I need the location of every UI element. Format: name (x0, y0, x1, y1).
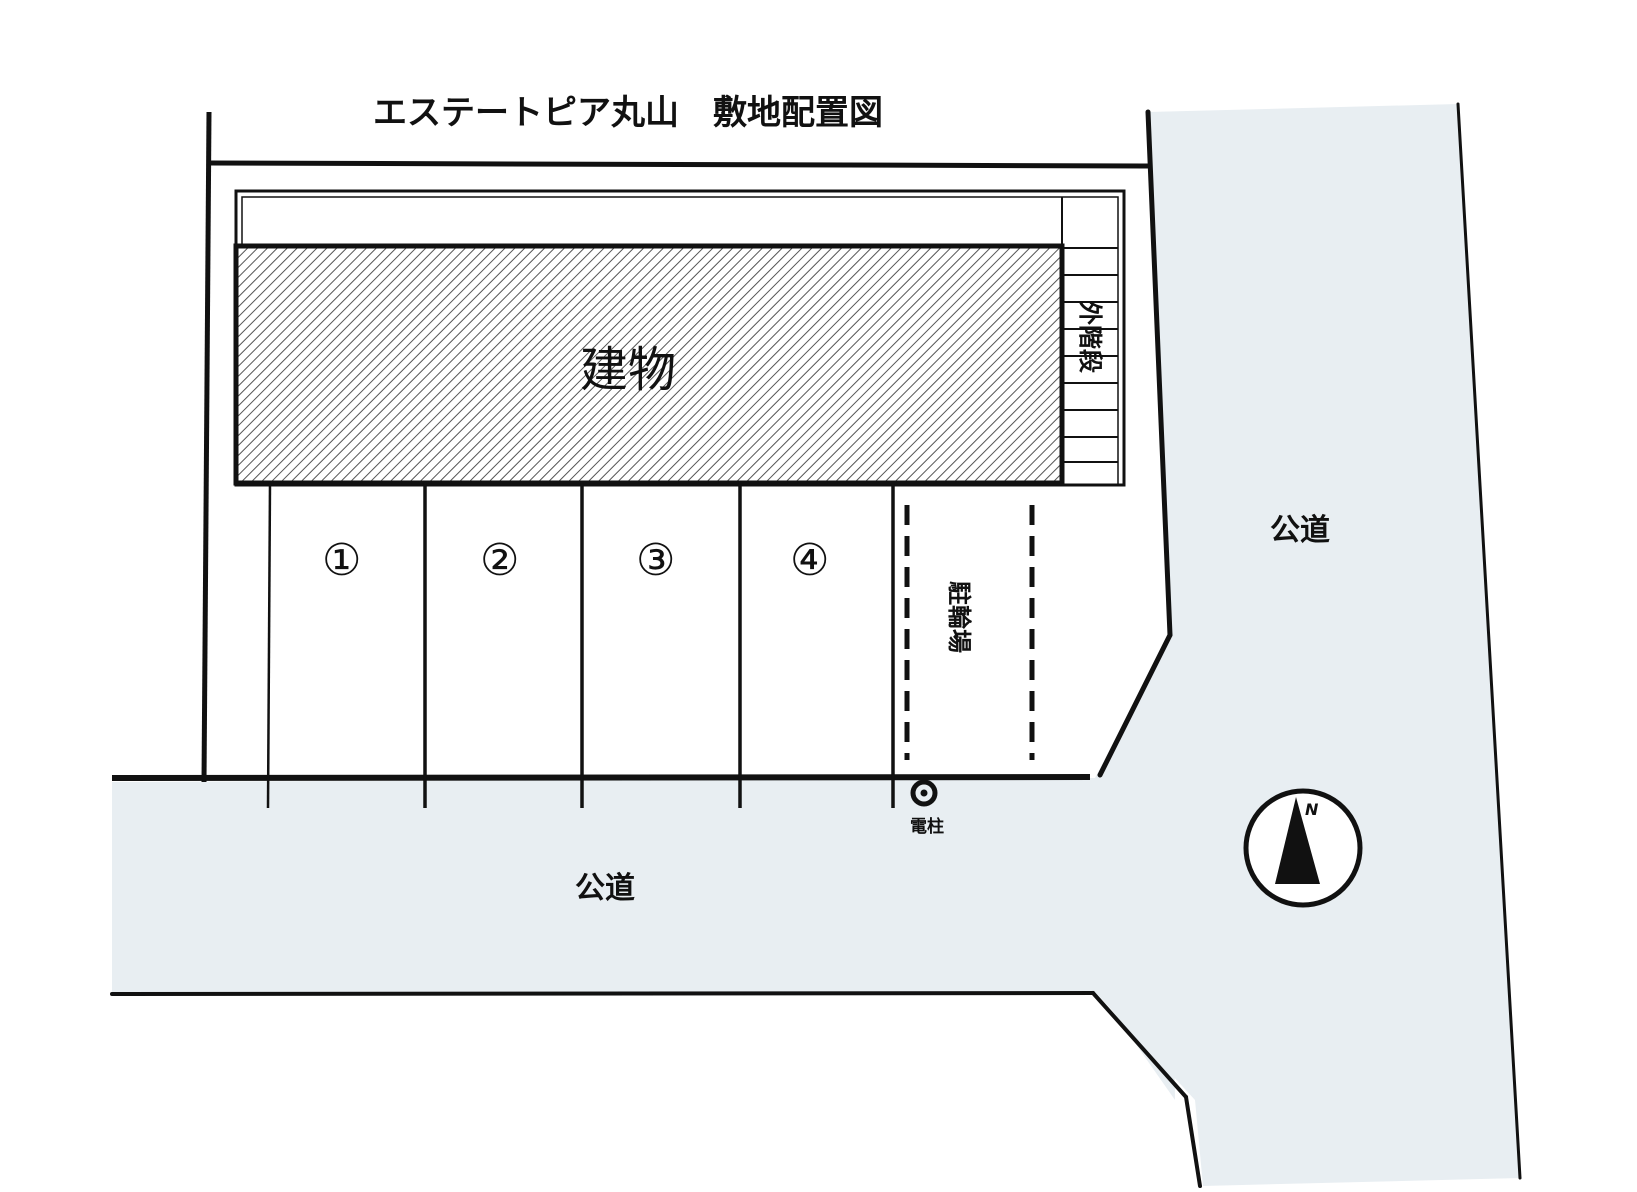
stall-number-4: ④ (790, 535, 829, 586)
stall-number-3: ③ (636, 535, 675, 586)
bicycle-parking-label: 駐輪場 (945, 581, 973, 653)
page-title: エステートピア丸山 敷地配置図 (373, 93, 883, 133)
outdoor-stairs-label: 外階段 (1076, 301, 1104, 373)
south-road-area (112, 635, 1175, 1100)
north-arrow-icon (1243, 788, 1363, 908)
stall-number-2: ② (480, 535, 519, 586)
south-road-label: 公道 (575, 871, 635, 906)
bicycle-parking-lines (904, 505, 1035, 760)
site-boundary (111, 111, 1149, 783)
road-boundaries (110, 102, 1522, 1188)
building (233, 243, 1065, 486)
stall-number-1: ① (322, 535, 361, 586)
building-label: 建物 (580, 342, 676, 398)
utility-pole-label: 電柱 (910, 816, 944, 837)
compass-north-label: N (1305, 800, 1319, 819)
east-road-label: 公道 (1270, 513, 1330, 548)
parking-dividers (266, 482, 895, 809)
outdoor-stairs (1061, 197, 1118, 485)
utility-pole-icon (910, 779, 938, 807)
east-road-area (1096, 104, 1520, 1186)
